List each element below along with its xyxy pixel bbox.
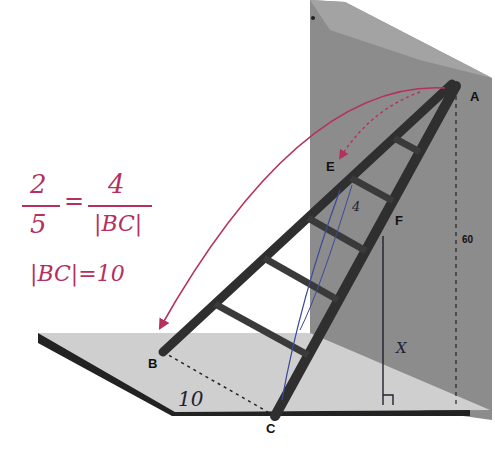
handwritten-result: |BC|=10 <box>30 262 125 286</box>
wall-top <box>310 0 492 78</box>
pen-curve <box>300 185 352 330</box>
rotation-arrow <box>160 88 445 328</box>
ladder-rungs <box>215 138 420 355</box>
fraction-numerator: 4 <box>108 170 125 199</box>
fraction-numerator: 2 <box>30 170 47 199</box>
rotation-arrow <box>340 92 420 158</box>
pen-curve <box>282 190 340 400</box>
point-label: E <box>326 160 335 174</box>
dimension-label: 60 <box>462 234 473 245</box>
ladder-rail <box>163 84 452 352</box>
fraction-bar <box>88 205 152 207</box>
equals-sign: = <box>64 188 84 214</box>
base-dashed-line <box>163 352 275 416</box>
x-height-line <box>382 236 383 405</box>
ladder-rail <box>275 86 456 416</box>
dot <box>311 16 315 20</box>
height-line <box>455 96 456 405</box>
fraction-bar <box>22 205 60 207</box>
fraction-denominator: |BC| <box>94 212 142 236</box>
dimension-label: 10 <box>178 388 203 410</box>
right-angle-mark <box>383 395 393 405</box>
point-label: A <box>470 90 479 104</box>
point-label: C <box>266 422 275 436</box>
dimension-label: 4 <box>352 200 360 214</box>
point-label: B <box>148 357 157 371</box>
fraction-denominator: 5 <box>30 210 47 239</box>
point-label: F <box>395 214 403 228</box>
floor-edge <box>38 333 470 416</box>
variable-label: X <box>396 340 407 357</box>
